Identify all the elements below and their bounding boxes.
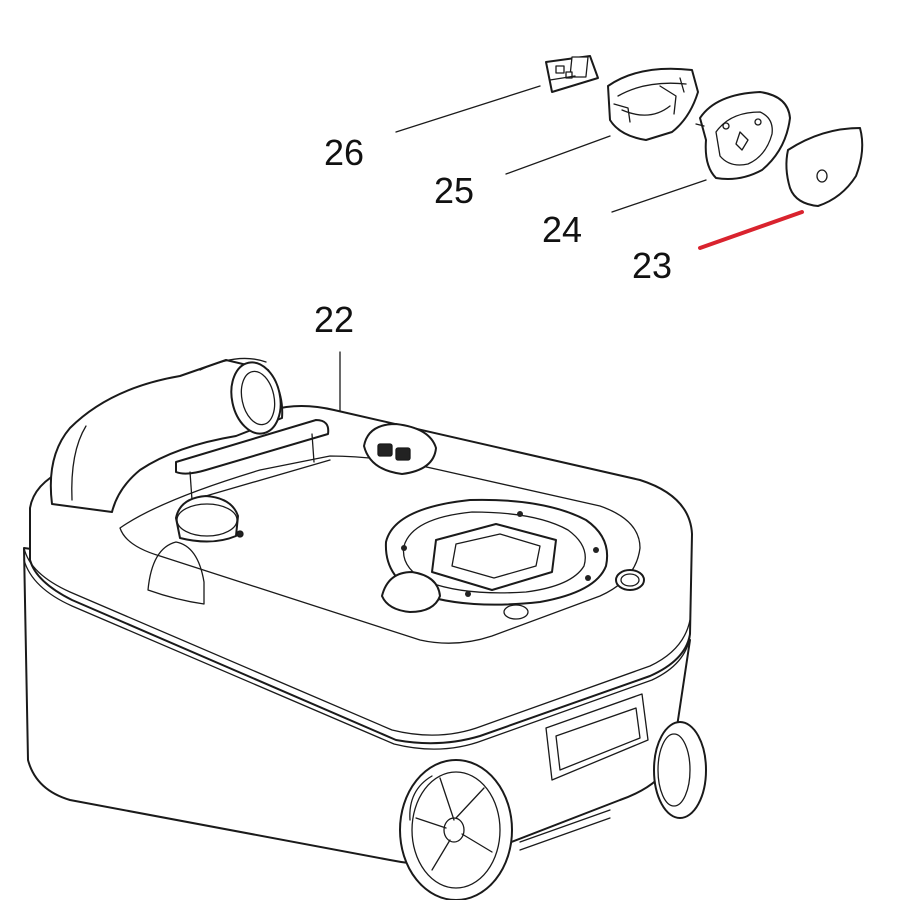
callout-22: 22 [314, 299, 354, 340]
leader-line-25 [505, 135, 611, 175]
part-25-bracket[interactable] [607, 67, 699, 141]
leader-line-26 [395, 85, 541, 133]
part-23-gasket-plate[interactable] [785, 127, 864, 207]
callout-23: 23 [632, 245, 672, 286]
part-26-circuit-board[interactable] [545, 55, 599, 93]
callout-24: 24 [542, 209, 582, 250]
leader-line-23-highlighted [698, 210, 804, 250]
leader-line-24 [611, 179, 707, 213]
callout-25: 25 [434, 170, 474, 211]
part-24-cover-plate[interactable] [695, 91, 791, 180]
part-22-cassette-tank[interactable] [23, 357, 707, 900]
callout-26: 26 [324, 132, 364, 173]
